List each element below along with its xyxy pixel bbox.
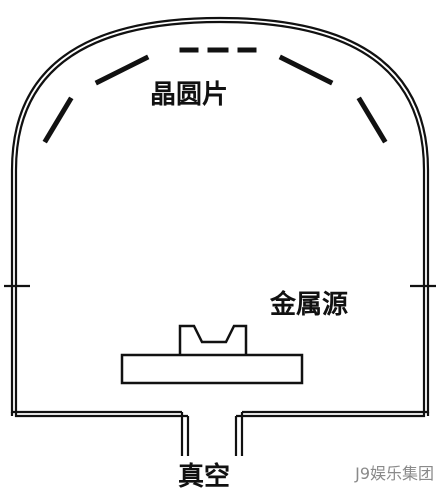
chamber-wall-inner bbox=[14, 20, 426, 418]
wafer-segment bbox=[94, 54, 150, 86]
wafer-label: 晶圆片 bbox=[150, 80, 229, 110]
chamber-wall-outer bbox=[10, 16, 430, 414]
wafer-segment bbox=[42, 96, 74, 144]
vacuum-port-right-wall bbox=[234, 412, 244, 456]
watermark-text: J9娱乐集团 bbox=[355, 464, 434, 483]
chamber-wall-bottom bbox=[10, 412, 430, 416]
metal-source-base bbox=[120, 353, 304, 385]
metal-source-label: 金属源 bbox=[270, 290, 349, 320]
vacuum-label: 真空 bbox=[178, 462, 231, 492]
wafer-segments bbox=[42, 47, 388, 144]
wafer-segment bbox=[278, 54, 334, 86]
vacuum-port-left-wall bbox=[180, 412, 190, 456]
metal-source-crucible bbox=[178, 324, 248, 355]
wafer-segment bbox=[356, 96, 388, 144]
